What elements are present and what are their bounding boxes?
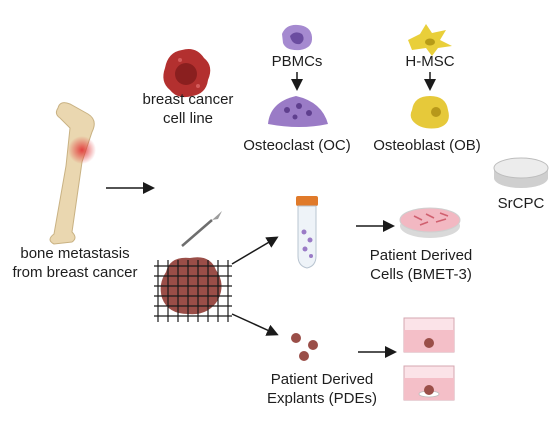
hmsc-cell-icon <box>408 24 452 56</box>
tumor-tissue-icon <box>154 257 232 322</box>
culture-well-1-icon <box>403 317 455 353</box>
cancer-cell-icon <box>163 49 211 98</box>
srcpc-disc-icon <box>493 157 549 188</box>
osteoclast-label: Osteoclast (OC) <box>243 137 351 154</box>
osteoblast-label: Osteoblast (OB) <box>373 137 481 154</box>
femur-bone-icon <box>49 102 96 245</box>
falcon-tube-icon <box>296 196 318 269</box>
culture-well-2-icon <box>403 365 455 401</box>
tumor-to-explants-arrow <box>231 313 279 336</box>
petri-dish-icon <box>399 207 461 238</box>
pbmcs-label: PBMCs <box>271 53 323 70</box>
scalpel-icon <box>181 211 222 247</box>
osteoclast-icon <box>268 96 328 127</box>
hmsc-label: H-MSC <box>405 53 455 70</box>
osteoblast-icon <box>410 96 449 129</box>
pbmc-cell-icon <box>282 24 313 51</box>
explant-pieces-icon <box>291 333 318 361</box>
srcpc-label: SrCPC <box>497 195 545 212</box>
tumor-to-tube-arrow <box>231 236 279 265</box>
